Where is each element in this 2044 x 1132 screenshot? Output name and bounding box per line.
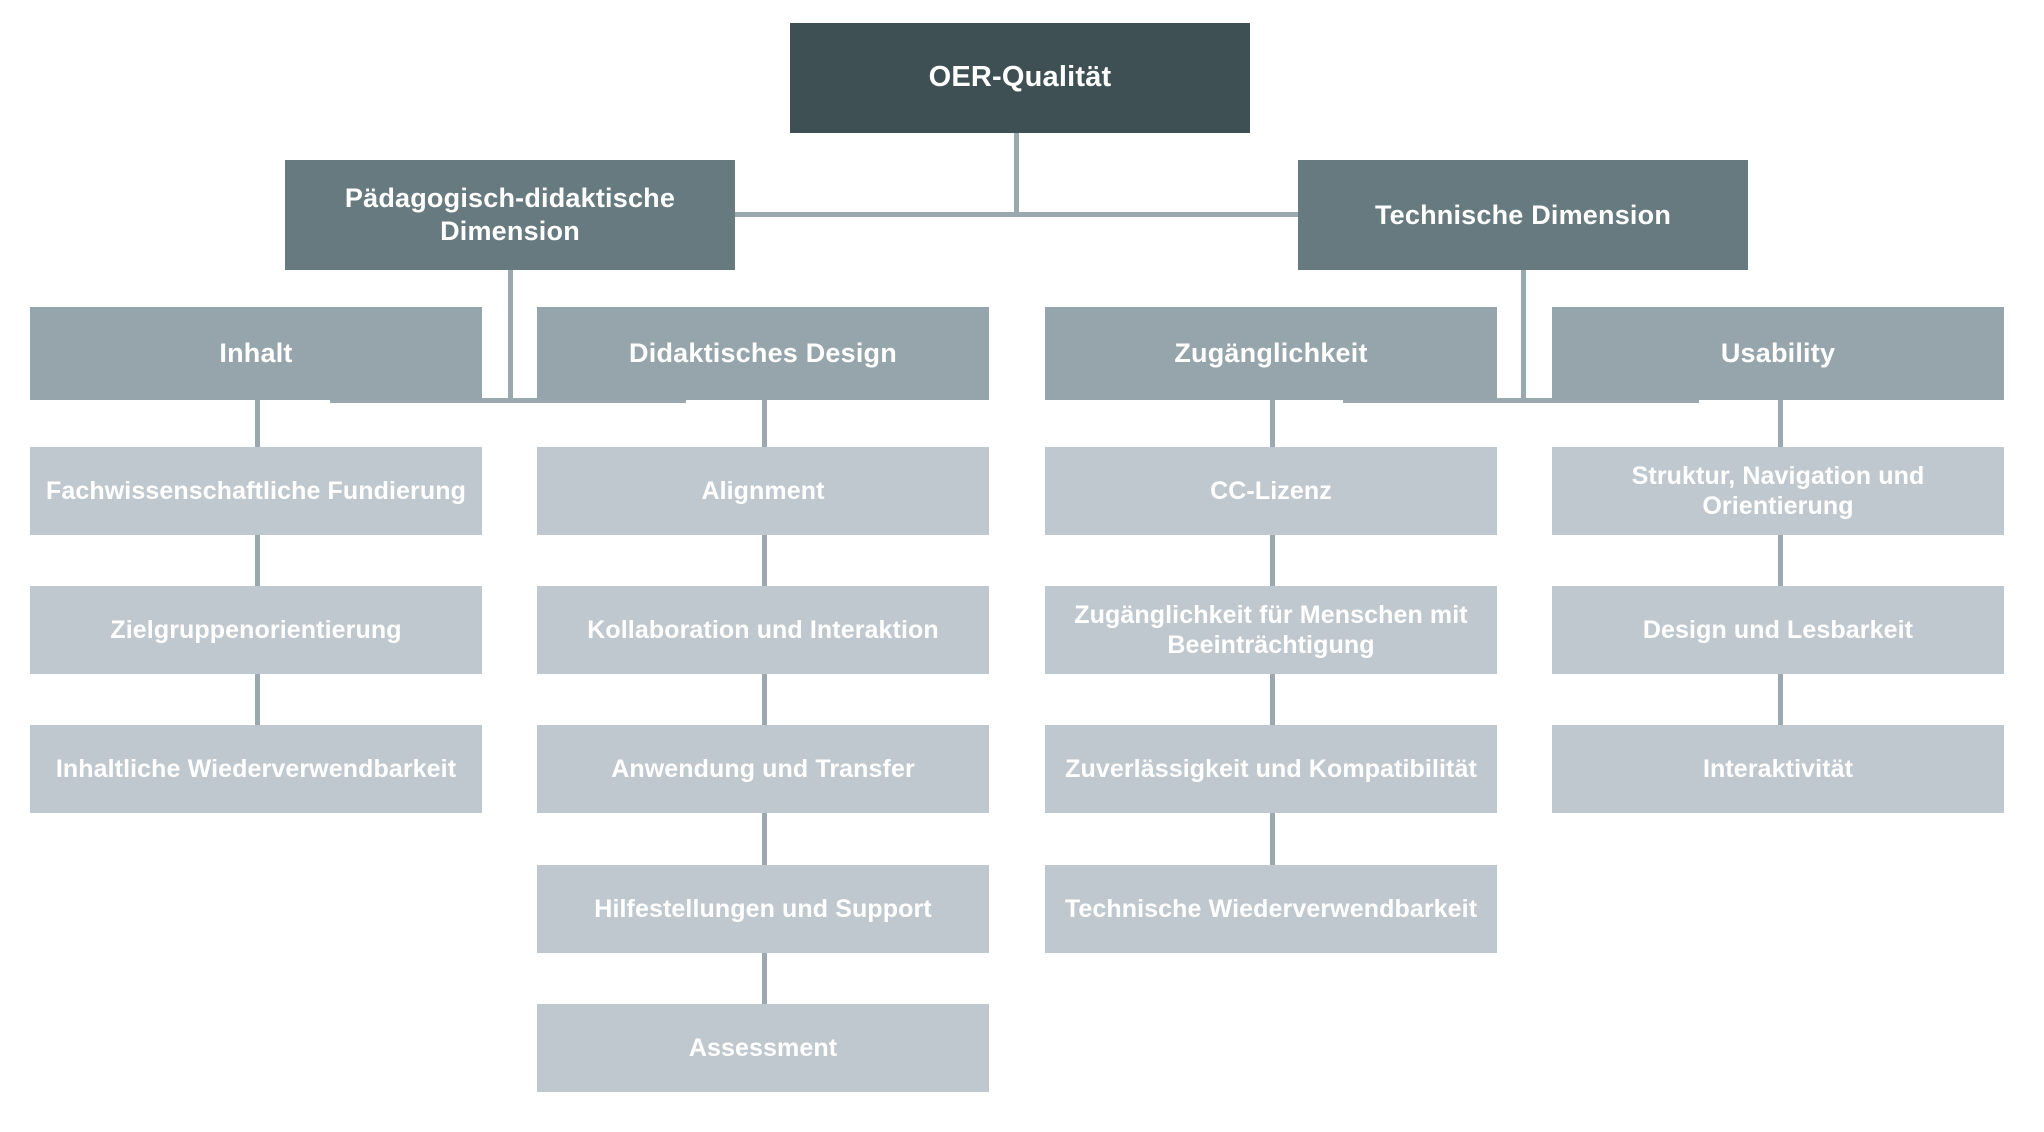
- node-leaf-cc-lizenz[interactable]: CC-Lizenz: [1045, 447, 1497, 535]
- node-leaf-design-und-lesbarkeit[interactable]: Design und Lesbarkeit: [1552, 586, 2004, 674]
- node-leaf-interaktivitaet[interactable]: Interaktivität: [1552, 725, 2004, 813]
- node-root-oer-qualitaet[interactable]: OER-Qualität: [790, 23, 1250, 133]
- node-category-usability[interactable]: Usability: [1552, 307, 2004, 400]
- node-leaf-zielgruppenorientierung[interactable]: Zielgruppenorientierung: [30, 586, 482, 674]
- node-category-inhalt[interactable]: Inhalt: [30, 307, 482, 400]
- connector-right-dimension-down: [1521, 270, 1526, 403]
- node-leaf-technische-wiederverwendbarkeit[interactable]: Technische Wiederverwendbarkeit: [1045, 865, 1497, 953]
- connector-column-3-spine: [1270, 400, 1275, 952]
- connector-root-to-bus: [1014, 133, 1019, 215]
- node-category-zugaenglichkeit[interactable]: Zugänglichkeit: [1045, 307, 1497, 400]
- node-leaf-fachwissenschaftliche-fundierung[interactable]: Fachwissenschaftliche Fundierung: [30, 447, 482, 535]
- node-leaf-alignment[interactable]: Alignment: [537, 447, 989, 535]
- node-leaf-hilfestellungen-und-support[interactable]: Hilfestellungen und Support: [537, 865, 989, 953]
- node-leaf-anwendung-und-transfer[interactable]: Anwendung und Transfer: [537, 725, 989, 813]
- node-leaf-struktur-navigation-und-orientierung[interactable]: Struktur, Navigation und Orientierung: [1552, 447, 2004, 535]
- node-leaf-inhaltliche-wiederverwendbarkeit[interactable]: Inhaltliche Wiederverwendbarkeit: [30, 725, 482, 813]
- connector-left-category-bus: [330, 398, 686, 403]
- node-dimension-paedagogisch-didaktisch[interactable]: Pädagogisch-didaktische Dimension: [285, 160, 735, 270]
- connector-right-category-bus: [1343, 398, 1699, 403]
- node-leaf-zugaenglichkeit-fuer-menschen-mit-beeintraechtigung[interactable]: Zugänglichkeit für Menschen mit Beeinträ…: [1045, 586, 1497, 674]
- node-dimension-technisch[interactable]: Technische Dimension: [1298, 160, 1748, 270]
- node-leaf-assessment[interactable]: Assessment: [537, 1004, 989, 1092]
- connector-left-dimension-down: [508, 270, 513, 403]
- node-category-didaktisches-design[interactable]: Didaktisches Design: [537, 307, 989, 400]
- node-leaf-kollaboration-und-interaktion[interactable]: Kollaboration und Interaktion: [537, 586, 989, 674]
- node-leaf-zuverlaessigkeit-und-kompatibilitaet[interactable]: Zuverlässigkeit und Kompatibilität: [1045, 725, 1497, 813]
